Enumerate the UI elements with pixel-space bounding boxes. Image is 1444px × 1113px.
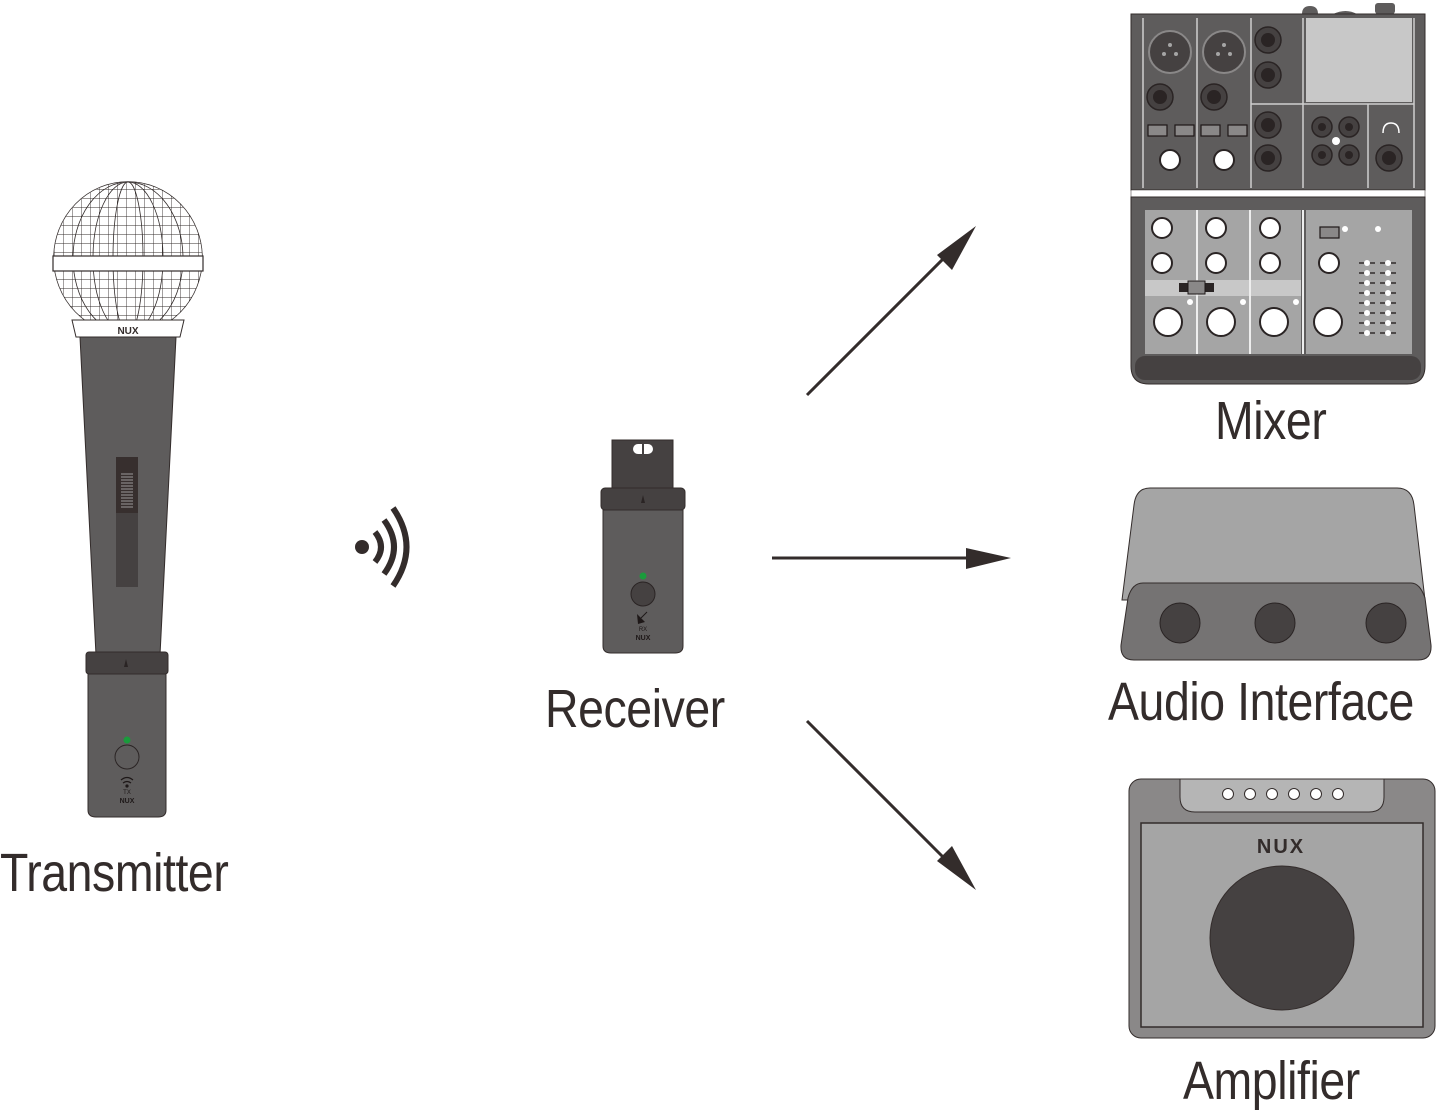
amp-control-panel: [1179, 778, 1385, 813]
mixer-eq-knob: [1151, 217, 1173, 239]
interface-input-jack: [1254, 602, 1296, 644]
mic-grille: NUX: [52, 181, 204, 338]
amplifier-label: Amplifier: [1183, 1051, 1360, 1111]
satellite-dish-icon: [637, 611, 648, 624]
meter-led: [1385, 280, 1391, 286]
rx-pair-button[interactable]: [630, 581, 656, 607]
mixer-gain-knob: [1213, 149, 1235, 171]
receiver-label: Receiver: [545, 679, 725, 739]
mixer-button: [1174, 124, 1195, 137]
mixer-eq-knob: [1205, 217, 1227, 239]
amp-knob: [1310, 788, 1322, 800]
arrow-to-amplifier: [805, 719, 976, 890]
mixer-gain-knob: [1159, 149, 1181, 171]
mixer-device: [1130, 3, 1426, 385]
wireless-signal-icon: [355, 506, 410, 588]
amp-knob: [1244, 788, 1256, 800]
tx-brand-logo: NUX: [120, 798, 135, 805]
transmitter-unit: TX NUX: [85, 651, 169, 818]
mixer-level-knob: [1259, 307, 1289, 337]
meter-led: [1385, 270, 1391, 276]
interface-input-jack: [1365, 602, 1407, 644]
mixer-eq-knob: [1259, 252, 1281, 274]
audio-interface-label: Audio Interface: [1108, 672, 1414, 732]
meter-led: [1385, 290, 1391, 296]
meter-led: [1364, 280, 1370, 286]
mic-power-switch[interactable]: [116, 457, 138, 587]
meter-led: [1364, 290, 1370, 296]
meter-led: [1364, 300, 1370, 306]
amp-brand-logo: NUX: [1257, 836, 1305, 858]
mixer-button: [1147, 124, 1168, 137]
meter-led: [1385, 310, 1391, 316]
tx-unit-text: TX: [123, 790, 131, 796]
mixer-button: [1227, 124, 1248, 137]
arrow-to-audio-interface: [772, 548, 1011, 569]
meter-led: [1385, 330, 1391, 336]
meter-led: [1364, 320, 1370, 326]
amp-speaker: [1209, 865, 1355, 1011]
rx-unit-text: RX: [639, 627, 647, 633]
amplifier-device: NUX: [1128, 778, 1436, 1039]
meter-led: [1385, 300, 1391, 306]
interface-input-jack: [1159, 602, 1201, 644]
mixer-level-knob: [1153, 307, 1183, 337]
amp-knob: [1288, 788, 1300, 800]
mixer-xlr-input: [1202, 30, 1246, 74]
mic-brand-logo: NUX: [117, 326, 138, 337]
amp-knob: [1266, 788, 1278, 800]
meter-led: [1364, 330, 1370, 336]
amp-knob: [1222, 788, 1234, 800]
rx-brand-logo: NUX: [636, 635, 651, 642]
arrow-to-mixer: [805, 226, 976, 397]
meter-led: [1385, 320, 1391, 326]
mixer-level-knob: [1313, 307, 1343, 337]
mixer-button: [1200, 124, 1221, 137]
meter-led: [1364, 270, 1370, 276]
mixer-display-screen: [1306, 18, 1412, 102]
mixer-eq-knob: [1205, 252, 1227, 274]
mixer-pan-fader: [1179, 280, 1214, 295]
receiver-device: RX NUX: [600, 439, 686, 654]
mixer-eq-knob: [1318, 252, 1340, 274]
tx-pair-button[interactable]: [114, 744, 140, 770]
mixer-level-knob: [1206, 307, 1236, 337]
wifi-icon: [120, 776, 134, 788]
tx-status-led: [123, 736, 131, 744]
meter-led: [1364, 310, 1370, 316]
meter-led: [1385, 260, 1391, 266]
mixer-eq-knob: [1259, 217, 1281, 239]
amp-knob: [1332, 788, 1344, 800]
mixer-level-meter: [1359, 260, 1396, 336]
mixer-xlr-input: [1148, 30, 1192, 74]
rx-status-led: [639, 572, 647, 580]
meter-led: [1364, 260, 1370, 266]
mixer-label: Mixer: [1215, 391, 1327, 451]
audio-interface-device: [1120, 487, 1432, 661]
transmitter-label: Transmitter: [0, 843, 229, 903]
headphones-icon: [1382, 122, 1400, 134]
mixer-eq-knob: [1151, 252, 1173, 274]
transmitter-microphone: NUX T: [52, 181, 204, 818]
